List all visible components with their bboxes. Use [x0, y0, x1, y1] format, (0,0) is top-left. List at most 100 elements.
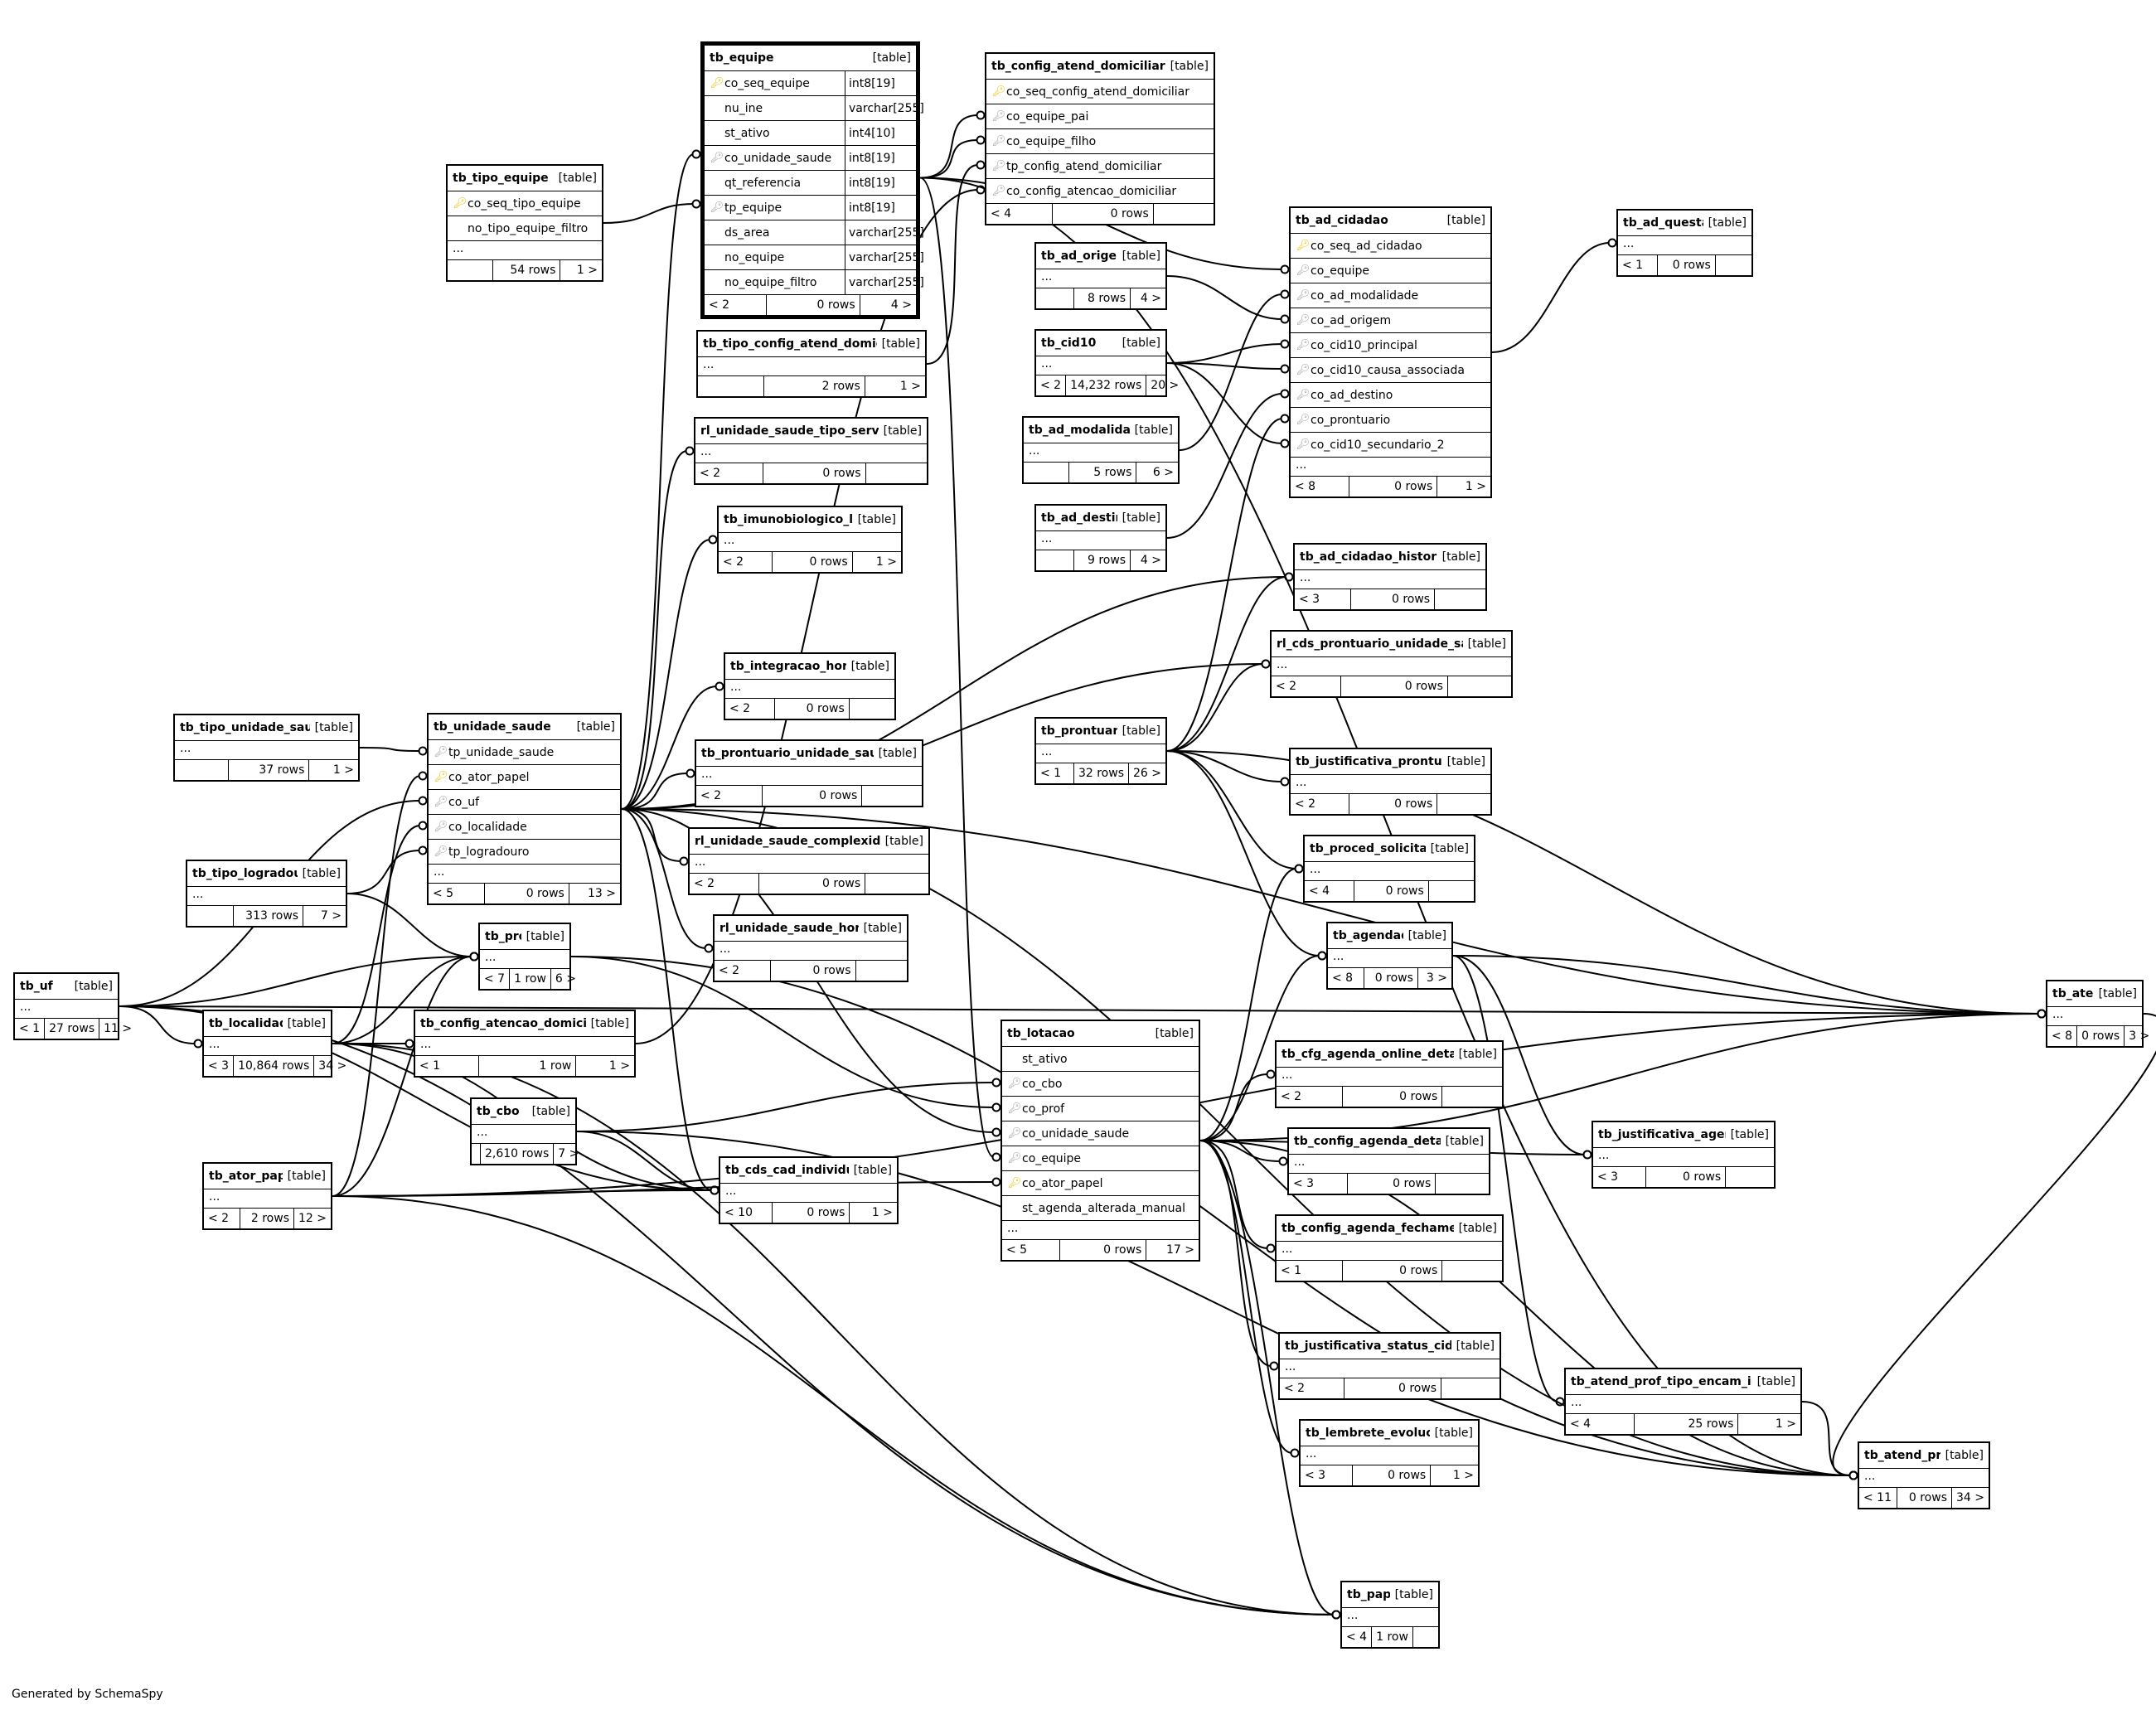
parents-count[interactable]: < 4: [1566, 1414, 1635, 1434]
table-header[interactable]: rl_cds_prontuario_unidade_saud[table]: [1272, 632, 1511, 657]
table-header[interactable]: tb_equipe[table]: [705, 46, 916, 71]
parents-count[interactable]: < 3: [1289, 1174, 1348, 1194]
children-count[interactable]: [1436, 1174, 1489, 1194]
parents-count[interactable]: < 2: [705, 295, 767, 315]
children-count[interactable]: 4 >: [1140, 554, 1161, 567]
parents-count[interactable]: < 11: [1859, 1488, 1897, 1508]
table-header[interactable]: tb_proced_solicitado[table]: [1305, 836, 1474, 862]
parents-count[interactable]: [698, 376, 765, 396]
table-tb-justificativa-prontuario[interactable]: tb_justificativa_prontuario[table]...< 2…: [1289, 748, 1492, 816]
parents-count[interactable]: [1036, 550, 1075, 570]
table-header[interactable]: tb_cbo[table]: [472, 1099, 575, 1125]
children-count[interactable]: 17 >: [1166, 1243, 1195, 1257]
column-row[interactable]: 🔑︎tp_unidade_saude: [429, 740, 620, 765]
children-count[interactable]: [856, 961, 907, 981]
children-count[interactable]: 3 >: [1426, 971, 1447, 985]
table-tb-tipo-config-atend-domicilir[interactable]: tb_tipo_config_atend_domicilir[table]...…: [696, 330, 927, 398]
column-row[interactable]: 🔑︎co_unidade_saude: [1002, 1121, 1199, 1146]
table-header[interactable]: tb_cds_cad_individual[table]: [720, 1158, 897, 1184]
table-header[interactable]: tb_lotacao[table]: [1002, 1021, 1199, 1047]
children-count[interactable]: 6 >: [1152, 466, 1174, 479]
children-count[interactable]: [1716, 255, 1751, 275]
children-count[interactable]: [1442, 1087, 1502, 1107]
children-count[interactable]: 34 >: [1956, 1491, 1984, 1504]
children-count[interactable]: 13 >: [588, 887, 616, 900]
table-tb-tipo-unidade-saude[interactable]: tb_tipo_unidade_saude[table]...37 rows1 …: [173, 714, 360, 782]
children-count[interactable]: [1429, 881, 1474, 901]
parents-count[interactable]: < 2: [204, 1209, 241, 1228]
column-row[interactable]: 🔑︎co_cbo: [1002, 1072, 1199, 1097]
parents-count[interactable]: < 4: [1305, 881, 1355, 901]
column-row[interactable]: 🔑︎co_cid10_secundario_2: [1291, 433, 1490, 458]
column-row[interactable]: 🔑︎co_uf: [429, 790, 620, 815]
column-row[interactable]: 🔑︎co_equipe_filho: [986, 129, 1214, 154]
table-header[interactable]: tb_tipo_unidade_saude[table]: [175, 715, 358, 741]
children-count[interactable]: 1 >: [332, 763, 354, 777]
children-count[interactable]: 1 >: [1452, 1469, 1474, 1482]
table-header[interactable]: tb_localidade[table]: [204, 1011, 331, 1037]
table-tb-config-agenda-fechamento[interactable]: tb_config_agenda_fechamento[table]...< 1…: [1275, 1214, 1504, 1282]
table-header[interactable]: tb_ad_destino[table]: [1036, 506, 1165, 531]
column-row[interactable]: 🔑︎co_seq_ad_cidadao: [1291, 234, 1490, 259]
column-row[interactable]: no_tipo_equipe_filtro: [448, 216, 602, 241]
parents-count[interactable]: < 10: [720, 1203, 773, 1223]
children-count[interactable]: 3 >: [2129, 1029, 2150, 1043]
table-tb-unidade-saude[interactable]: tb_unidade_saude[table]🔑︎tp_unidade_saud…: [427, 713, 622, 905]
table-header[interactable]: tb_justificativa_status_ciddao[table]: [1280, 1334, 1500, 1359]
table-header[interactable]: tb_papel[table]: [1342, 1582, 1438, 1608]
table-header[interactable]: tb_prontuario_unidade_saude[table]: [696, 741, 922, 767]
table-header[interactable]: tb_ad_cidadao_historico[table]: [1295, 545, 1485, 570]
column-row[interactable]: 🔑︎co_config_atencao_domiciliar: [986, 179, 1214, 204]
table-header[interactable]: tb_ad_origem[table]: [1036, 244, 1165, 269]
table-header[interactable]: tb_config_agenda_fechamento[table]: [1277, 1216, 1502, 1242]
parents-count[interactable]: < 2: [696, 786, 763, 806]
table-tb-tipo-equipe[interactable]: tb_tipo_equipe[table]🔑︎co_seq_tipo_equip…: [446, 164, 603, 282]
parents-count[interactable]: < 2: [1277, 1087, 1343, 1107]
table-tb-ad-cidadao-historico[interactable]: tb_ad_cidadao_historico[table]...< 30 ro…: [1293, 543, 1487, 611]
table-header[interactable]: tb_cfg_agenda_online_detalhe[table]: [1277, 1042, 1502, 1068]
column-row[interactable]: 🔑︎co_cid10_causa_associada: [1291, 358, 1490, 383]
parents-count[interactable]: < 1: [1036, 763, 1074, 783]
children-count[interactable]: [1441, 1378, 1500, 1398]
children-count[interactable]: [1435, 589, 1485, 609]
parents-count[interactable]: < 1: [415, 1056, 480, 1076]
column-row[interactable]: 🔑︎co_equipe: [1291, 259, 1490, 283]
children-count[interactable]: 6 >: [555, 972, 577, 986]
table-header[interactable]: tb_lembrete_evolucao[table]: [1301, 1421, 1478, 1446]
table-tb-integracao-horus[interactable]: tb_integracao_horus[table]...< 20 rows: [724, 652, 896, 720]
parents-count[interactable]: < 2: [1036, 375, 1067, 395]
table-tb-ad-questao[interactable]: tb_ad_questao[table]...< 10 rows: [1616, 209, 1753, 277]
table-header[interactable]: tb_cid10[table]: [1036, 331, 1165, 356]
table-header[interactable]: tb_unidade_saude[table]: [429, 715, 620, 740]
children-count[interactable]: [866, 463, 928, 483]
parents-count[interactable]: < 4: [986, 204, 1054, 224]
column-row[interactable]: 🔑︎co_ator_papel: [429, 765, 620, 790]
parents-count[interactable]: < 1: [1277, 1261, 1343, 1281]
parents-count[interactable]: < 5: [429, 884, 485, 903]
parents-count[interactable]: < 3: [1593, 1167, 1647, 1187]
table-tb-atend-prof-tipo-encam-intrn[interactable]: tb_atend_prof_tipo_encam_intrn[table]...…: [1564, 1368, 1802, 1436]
children-count[interactable]: [1442, 1261, 1502, 1281]
table-header[interactable]: tb_integracao_horus[table]: [725, 654, 894, 680]
table-header[interactable]: tb_ator_papel[table]: [204, 1164, 331, 1189]
table-tb-justificativa-status-ciddao[interactable]: tb_justificativa_status_ciddao[table]...…: [1278, 1332, 1501, 1400]
table-header[interactable]: tb_agendado[table]: [1328, 923, 1451, 949]
table-header[interactable]: rl_unidade_saude_complexidade[table]: [690, 829, 928, 855]
children-count[interactable]: 1 >: [875, 555, 897, 569]
table-tb-config-atend-domiciliar[interactable]: tb_config_atend_domiciliar[table]🔑︎co_se…: [985, 52, 1215, 225]
column-row[interactable]: 🔑︎co_ad_modalidade: [1291, 283, 1490, 308]
parents-count[interactable]: < 2: [715, 961, 772, 981]
table-header[interactable]: tb_tipo_equipe[table]: [448, 166, 602, 191]
